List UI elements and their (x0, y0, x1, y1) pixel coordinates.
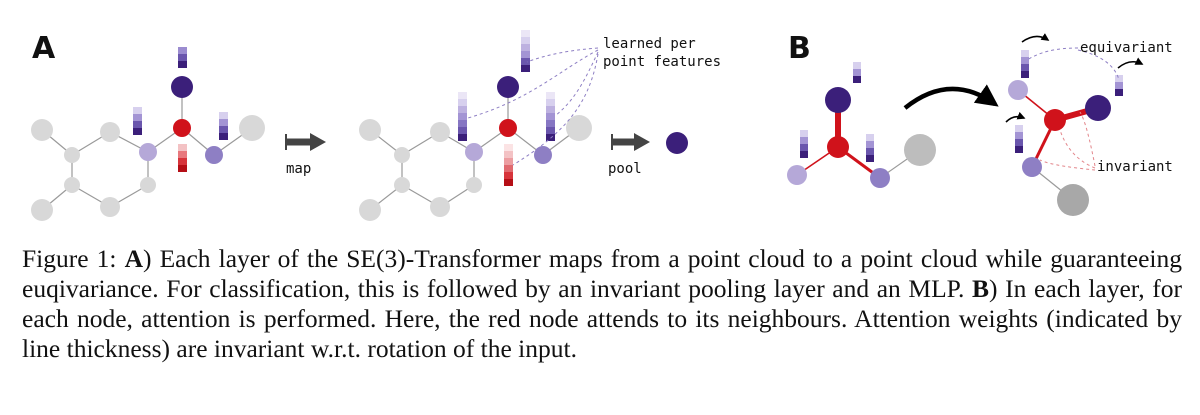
learned-features-line1: learned per (603, 36, 696, 52)
panel-b-label: B (788, 31, 811, 66)
learned-features-line2: point features (603, 54, 721, 70)
caption-part-a: ) Each layer of the SE(3)-Transformer ma… (22, 244, 1182, 303)
pooled-node (666, 132, 688, 154)
rotation-arrow (903, 84, 999, 110)
panel-a-label: A (32, 31, 56, 66)
output-graph (359, 30, 599, 221)
input-graph (31, 47, 265, 221)
caption-a-bold: A (124, 244, 143, 273)
map-label: map (286, 161, 311, 177)
invariant-label: invariant (1097, 159, 1173, 175)
map-arrow (285, 133, 326, 151)
pool-label: pool (608, 161, 642, 177)
caption-b-bold: B (972, 274, 990, 303)
figure-illustration: A B (31, 30, 1173, 221)
pool-arrow (611, 133, 650, 151)
caption-part-b: ) In each layer, for each node, attentio… (22, 274, 1182, 363)
equivariant-label: equivariant (1080, 40, 1173, 56)
attention-graph-after (1005, 33, 1144, 216)
caption-prefix: Figure 1: (22, 244, 125, 273)
attention-graph-before (787, 62, 936, 188)
figure-caption: Figure 1: A) Each layer of the SE(3)-Tra… (22, 244, 1182, 364)
